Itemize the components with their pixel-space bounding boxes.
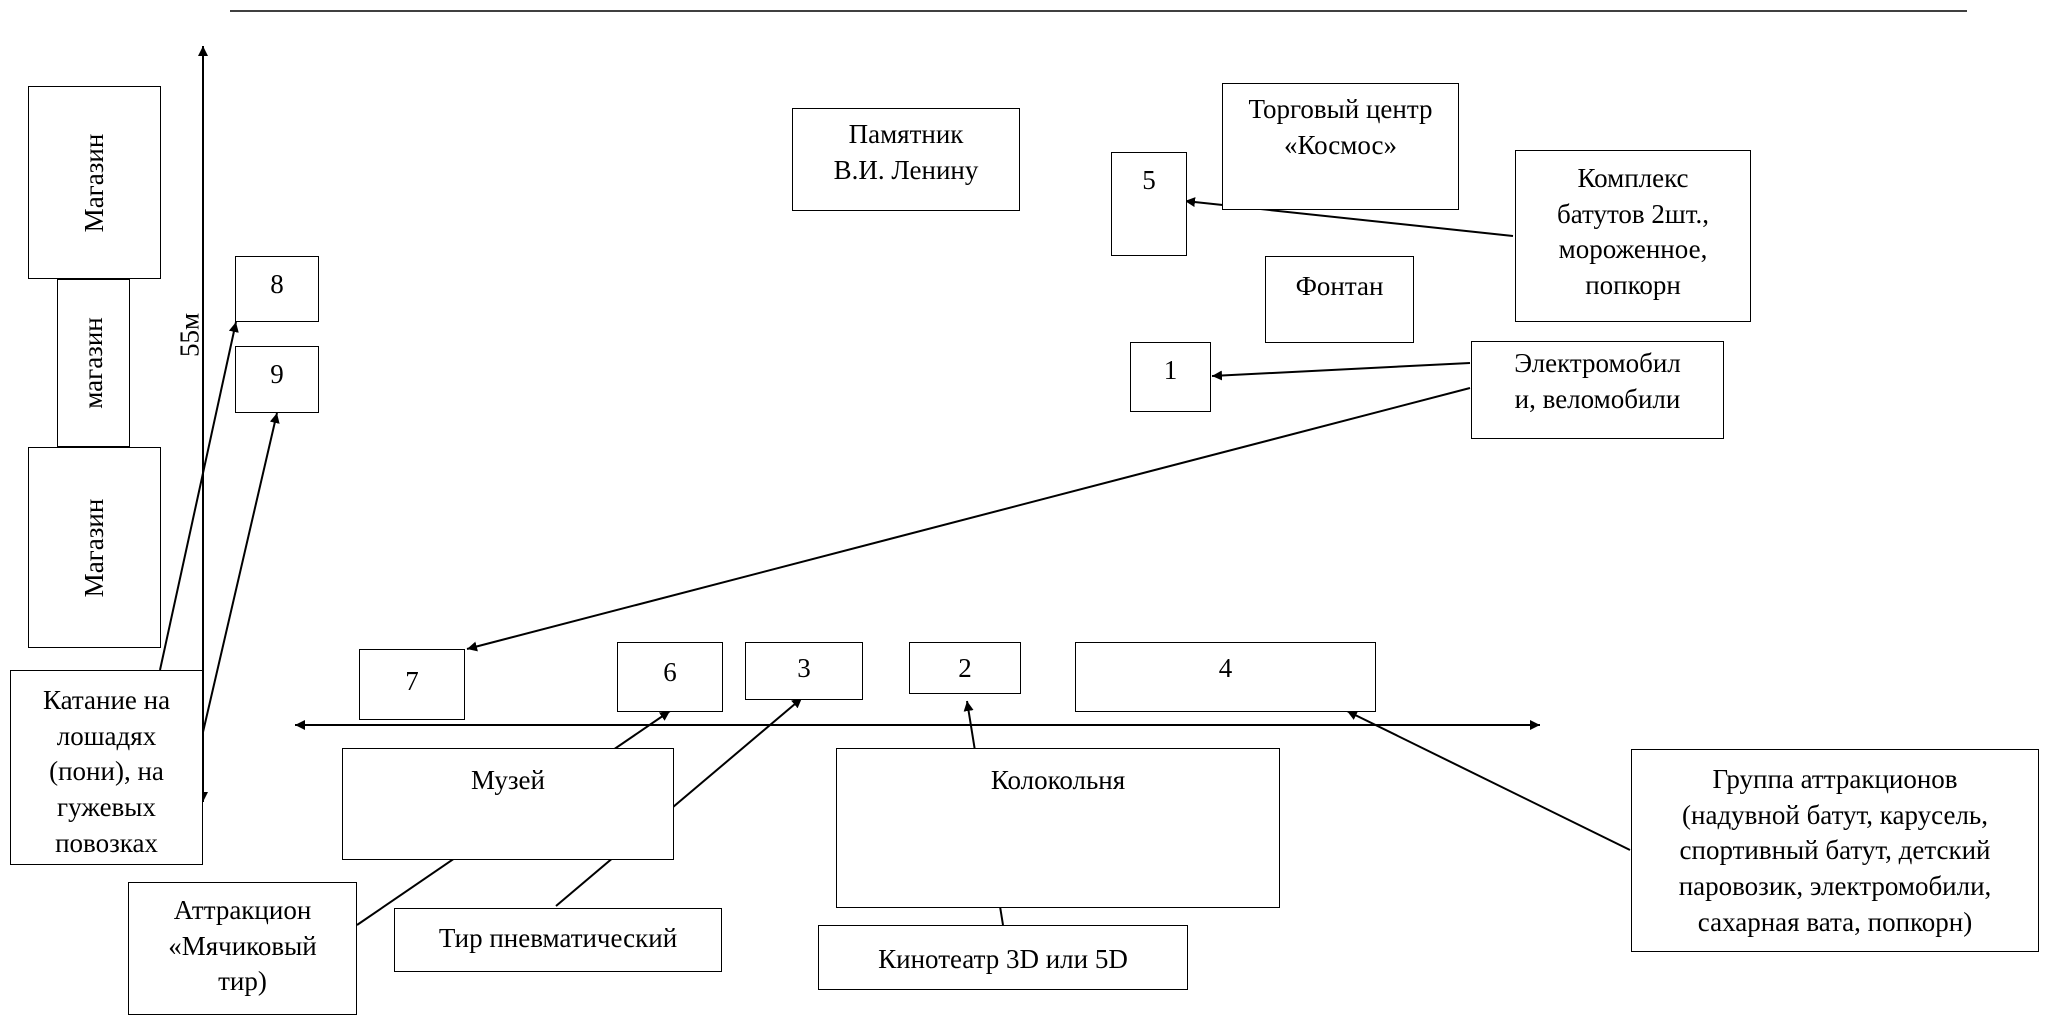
spot-5-box: 5 <box>1111 152 1187 256</box>
spot-number: 8 <box>270 269 284 299</box>
spot-7-box: 7 <box>359 649 465 720</box>
spot-number: 3 <box>797 653 811 683</box>
ball-shooting-box: Аттракцион «Мячиковый тир) <box>128 882 357 1015</box>
spot-number: 5 <box>1142 165 1156 195</box>
attractions-group-box: Группа аттракционов (надувной батут, кар… <box>1631 749 2039 952</box>
connector-horse-to-8 <box>159 321 239 671</box>
spot-number: 9 <box>270 359 284 389</box>
spot-number: 7 <box>405 666 419 696</box>
museum-box: Музей <box>342 748 674 860</box>
distance-label: 55м <box>174 312 205 358</box>
spot-number: 2 <box>958 653 972 683</box>
monument-box: Памятник В.И. Ленину <box>792 108 1020 211</box>
shop-box-bottom: Магазин <box>28 447 161 648</box>
shop-label: Магазин <box>78 133 109 232</box>
mall-label: Торговый центр «Космос» <box>1248 94 1433 160</box>
spot-4-box: 4 <box>1075 642 1376 712</box>
fountain-box: Фонтан <box>1265 256 1414 343</box>
connector-horse-to-9 <box>199 412 280 746</box>
bell-tower-label: Колокольня <box>990 765 1126 795</box>
mall-box: Торговый центр «Космос» <box>1222 83 1459 210</box>
museum-label: Музей <box>471 765 545 795</box>
trampolines-label: Комплекс батутов 2шт., мороженное, попко… <box>1557 163 1709 300</box>
cinema-box: Кинотеатр 3D или 5D <box>818 925 1188 990</box>
bell-tower-box: Колокольня <box>836 748 1280 908</box>
air-gun-box: Тир пневматический <box>394 908 722 972</box>
air-gun-label: Тир пневматический <box>438 923 678 953</box>
spot-number: 1 <box>1163 355 1178 385</box>
spot-3-box: 3 <box>745 642 863 700</box>
electromobiles-label: Электромобил и, веломобили <box>1514 348 1681 414</box>
connector-air-gun-to-3 <box>555 697 803 907</box>
electromobiles-box: Электромобил и, веломобили <box>1471 341 1724 439</box>
fountain-label: Фонтан <box>1295 271 1384 301</box>
spot-2-box: 2 <box>909 642 1021 694</box>
spot-number: 6 <box>663 657 677 687</box>
spot-6-box: 6 <box>617 642 723 712</box>
connector-group-to-4 <box>1346 710 1631 851</box>
spot-8-box: 8 <box>235 256 319 322</box>
spot-1-box: 1 <box>1130 342 1211 412</box>
spot-9-box: 9 <box>235 346 319 413</box>
horse-riding-box: Катание на лошадях (пони), на гужевых по… <box>10 670 203 865</box>
connector-electromobiles-to-1 <box>1211 362 1471 381</box>
shop-label: магазин <box>77 317 108 409</box>
cinema-label: Кинотеатр 3D или 5D <box>878 944 1128 974</box>
spot-number: 4 <box>1218 653 1233 683</box>
shop-box-top: Магазин <box>28 86 161 279</box>
monument-label: Памятник В.И. Ленину <box>833 119 979 185</box>
shop-label: Магазин <box>78 498 109 597</box>
trampolines-box: Комплекс батутов 2шт., мороженное, попко… <box>1515 150 1751 322</box>
connector-electromobiles-to-7 <box>466 387 1471 652</box>
ball-shooting-label: Аттракцион «Мячиковый тир) <box>168 895 317 997</box>
horse-riding-label: Катание на лошадях (пони), на гужевых по… <box>42 685 171 858</box>
shop-box-middle: магазин <box>57 279 130 447</box>
attractions-group-label: Группа аттракционов (надувной батут, кар… <box>1678 764 1992 937</box>
